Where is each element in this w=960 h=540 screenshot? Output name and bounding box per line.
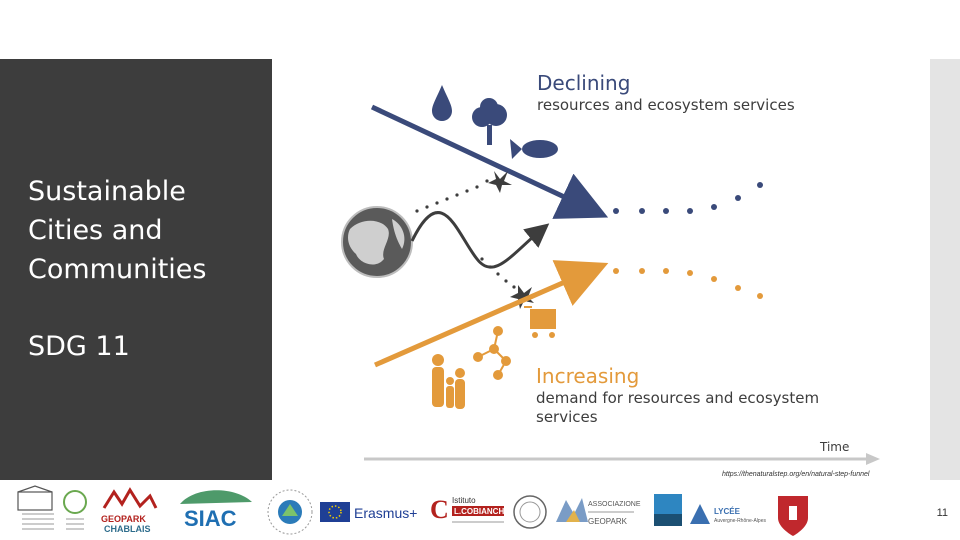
declining-title: Declining [537,71,630,95]
increasing-subtitle-line2: services [536,408,598,426]
declining-arrow [370,104,609,219]
istituto-line1: Istituto [452,496,476,505]
istituto-cobianchi-logo: C Istituto L.COBIANCHI [430,495,506,524]
unesco-logo [17,485,54,530]
dark-dotted-line-upper [415,179,489,213]
declining-dots [613,182,763,214]
globe-icon [341,206,413,278]
time-axis-arrowhead [866,453,880,465]
eu-flag-logo [320,502,350,522]
siac-text: SIAC [184,506,237,531]
molecule-icon [473,326,511,380]
people-icon [432,354,465,409]
istituto-line2: L.COBIANCHI [454,507,506,516]
fish-icon [510,139,558,159]
increasing-dots [613,268,763,299]
slide-title-line: Sustainable [28,176,186,207]
siac-logo: SIAC [180,490,252,531]
geopark-chablais-logo: GEOPARK CHABLAIS [101,487,158,534]
page-number: 11 [936,507,948,519]
svg-text:C: C [430,495,449,524]
geopark-chablais-line2: CHABLAIS [104,524,151,534]
lycee-line1: LYCÉE [714,507,741,516]
geopark-chablais-line1: GEOPARK [101,514,146,524]
dark-dotted-line-lower [480,257,516,289]
water-drop-icon [432,85,452,121]
chablais-geopark-seal-logo [63,490,87,530]
associazione-line2: GEOPARK [588,517,628,526]
circular-badge-logo [267,489,313,535]
slide-title-line: Cities and [28,215,163,246]
lycee-logo: LYCÉE Auvergne-Rhône-Alpes [690,504,766,524]
sdg-label: SDG 11 [28,331,130,362]
burst-mark-lower [510,285,534,309]
lycee-line2: Auvergne-Rhône-Alpes [714,518,766,524]
slide-title: Sustainable Cities and Communities [28,172,268,289]
burst-mark-upper [488,171,512,193]
source-url: https://thenaturalstep.org/en/natural-st… [722,471,870,478]
associazione-line1: ASSOCIAZIONE [588,501,641,508]
dark-curved-arrow [410,211,550,269]
tree-icon [472,98,507,145]
right-side-strip [930,59,960,480]
increasing-subtitle-line1: demand for resources and ecosystem [536,389,819,407]
natural-step-funnel-diagram: Declining resources and ecosystem servic… [341,71,880,465]
associazione-geopark-logo: ASSOCIAZIONE GEOPARK [556,498,641,526]
time-label: Time [819,440,849,454]
erasmus-text: Erasmus+ [354,505,417,521]
increasing-arrow [373,260,609,368]
partner-logos-strip: GEOPARK CHABLAIS SIAC Erasmus+ C Istitut… [17,485,808,536]
declining-subtitle: resources and ecosystem services [537,96,795,114]
round-seal-logo [513,495,547,529]
geopark-box-logo [654,494,682,526]
slide-title-line: Communities [28,254,207,285]
red-shield-logo [778,496,808,536]
shopping-cart-icon [524,306,556,338]
title-panel [0,59,272,480]
increasing-title: Increasing [536,364,639,388]
